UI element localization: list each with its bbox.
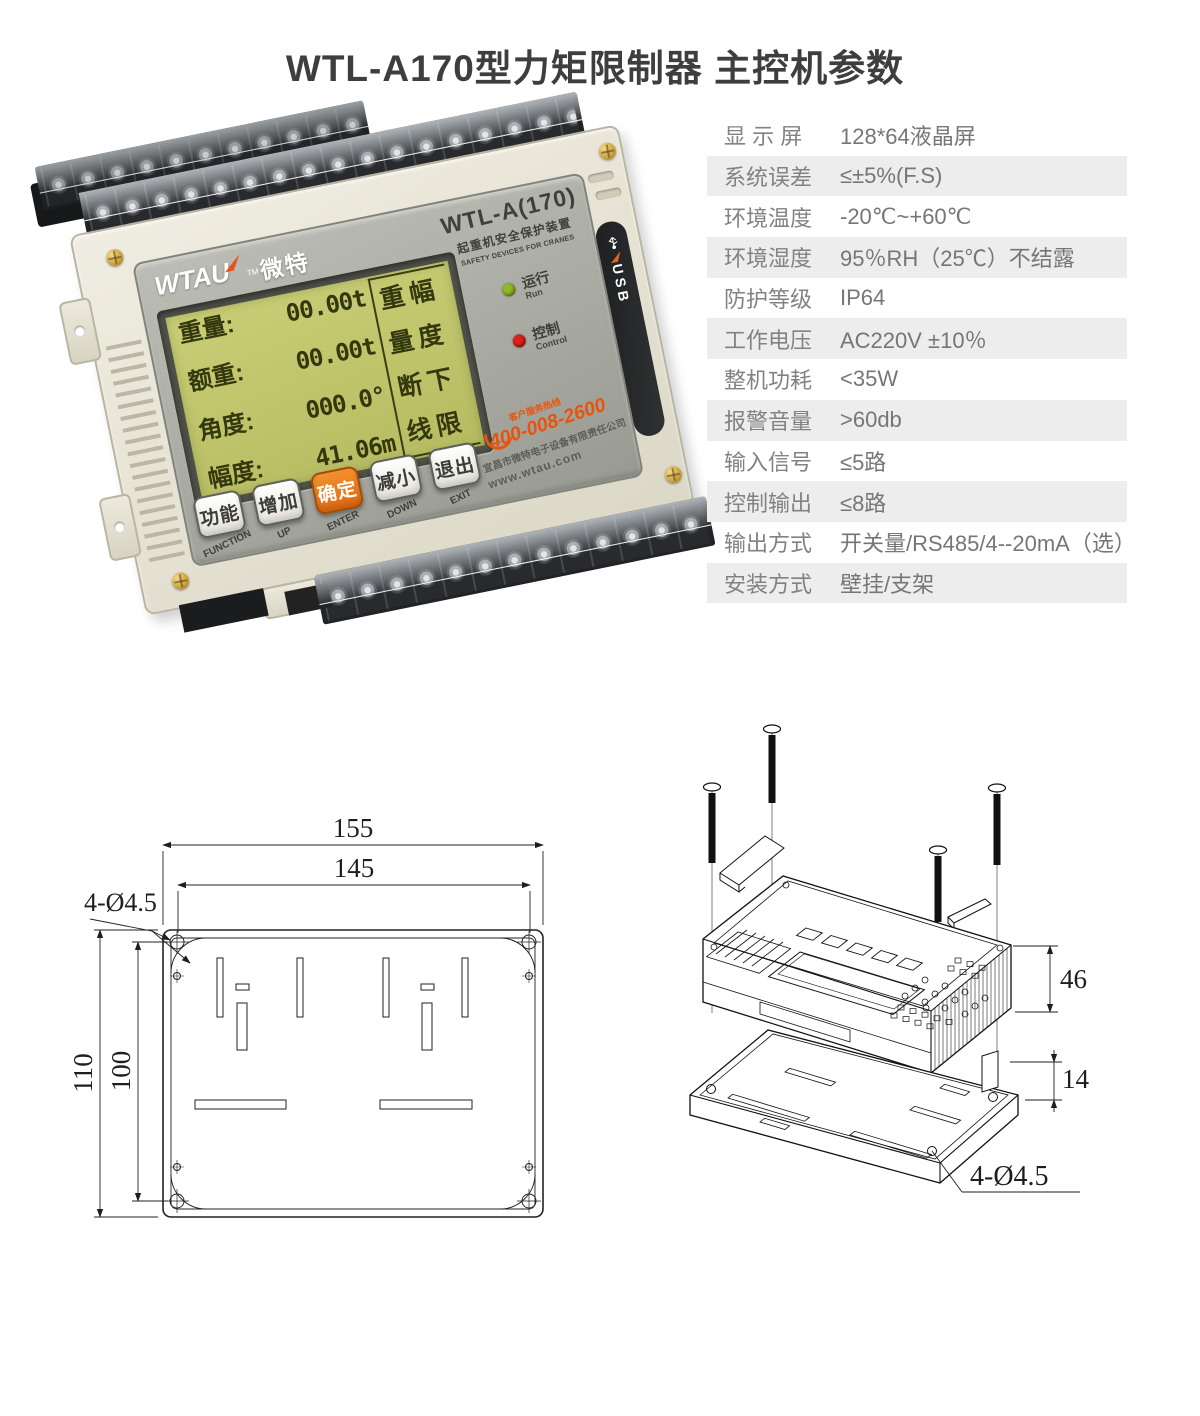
device-photo: WTAU TM 微特 重量:00.00t 额重:00.00t 角度:000.0°… xyxy=(29,91,716,676)
spec-row: 环境温度-20℃~+60℃ xyxy=(724,203,972,231)
spec-row: 输入信号≤5路 xyxy=(724,449,887,475)
usb-label: USB xyxy=(609,262,634,307)
page-title: WTL-A170型力矩限制器 主控机参数 xyxy=(285,48,905,89)
dim-46: 46 xyxy=(1060,964,1087,994)
dim-145: 145 xyxy=(334,853,375,883)
dim-100: 100 xyxy=(106,1051,136,1092)
spec-row: 控制输出≤8路 xyxy=(707,481,1127,522)
control-indicator: 控制 Control xyxy=(510,319,568,358)
usb-band: USB xyxy=(593,218,668,439)
spec-row: 报警音量>60db xyxy=(707,399,1127,441)
spec-row: 整机功耗<35W xyxy=(724,366,899,394)
run-indicator: 运行 Run xyxy=(500,268,554,307)
lcd-line: 额重:00.00t xyxy=(186,332,378,397)
dim-14: 14 xyxy=(1062,1064,1090,1094)
brand-name-cn: 微特 xyxy=(257,248,313,284)
usb-icon xyxy=(608,237,617,250)
device-body: WTAU TM 微特 重量:00.00t 额重:00.00t 角度:000.0°… xyxy=(29,91,716,633)
spec-row: 安装方式壁挂/支架 xyxy=(707,562,1127,604)
mounting-drawing: 155 145 110 100 4-Ø4.5 xyxy=(68,813,544,1218)
mounting-hole xyxy=(73,324,87,338)
spec-row: 系统误差≤±5%(F.S) xyxy=(707,155,1127,197)
spec-row: 输出方式开关量/RS485/4--20mA（选） xyxy=(724,531,1136,557)
brand-name: WTAU xyxy=(151,256,233,302)
hole-note: 4-Ø4.5 xyxy=(970,1161,1049,1192)
exploded-drawing: 46 14 4-Ø4.5 xyxy=(689,724,1090,1193)
brand-tm: TM xyxy=(246,266,260,278)
brand-wedge-icon xyxy=(225,254,240,273)
hole-note: 4-Ø4.5 xyxy=(84,888,157,917)
dim-110: 110 xyxy=(68,1053,98,1093)
control-led-icon xyxy=(511,332,528,349)
mounting-hole xyxy=(113,520,127,534)
usb-wedge-icon xyxy=(610,251,621,264)
dim-155: 155 xyxy=(333,813,374,843)
run-led-icon xyxy=(500,281,517,298)
